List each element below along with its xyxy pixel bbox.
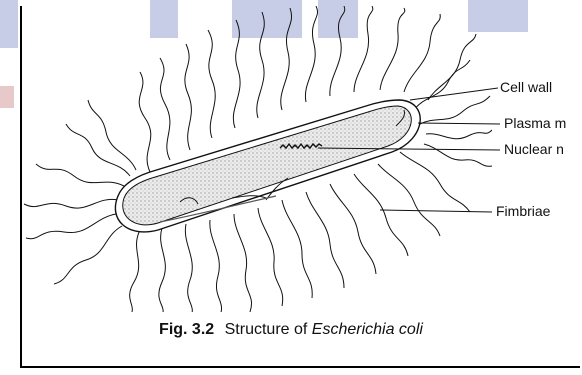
caption-text: Structure of xyxy=(225,321,308,338)
plasma-membrane-outline xyxy=(123,106,412,225)
label-plasma-membrane: Plasma m xyxy=(504,115,566,131)
caption-species: Escherichia coli xyxy=(312,321,423,338)
figure-number: Fig. 3.2 xyxy=(159,321,214,338)
label-nuclear-material: Nuclear n xyxy=(504,141,564,157)
label-fimbriae: Fimbriae xyxy=(496,203,550,219)
label-cell-wall: Cell wall xyxy=(500,79,552,95)
cell-body xyxy=(115,100,420,232)
figure-caption: Fig. 3.2 Structure of Escherichia coli xyxy=(0,321,582,339)
